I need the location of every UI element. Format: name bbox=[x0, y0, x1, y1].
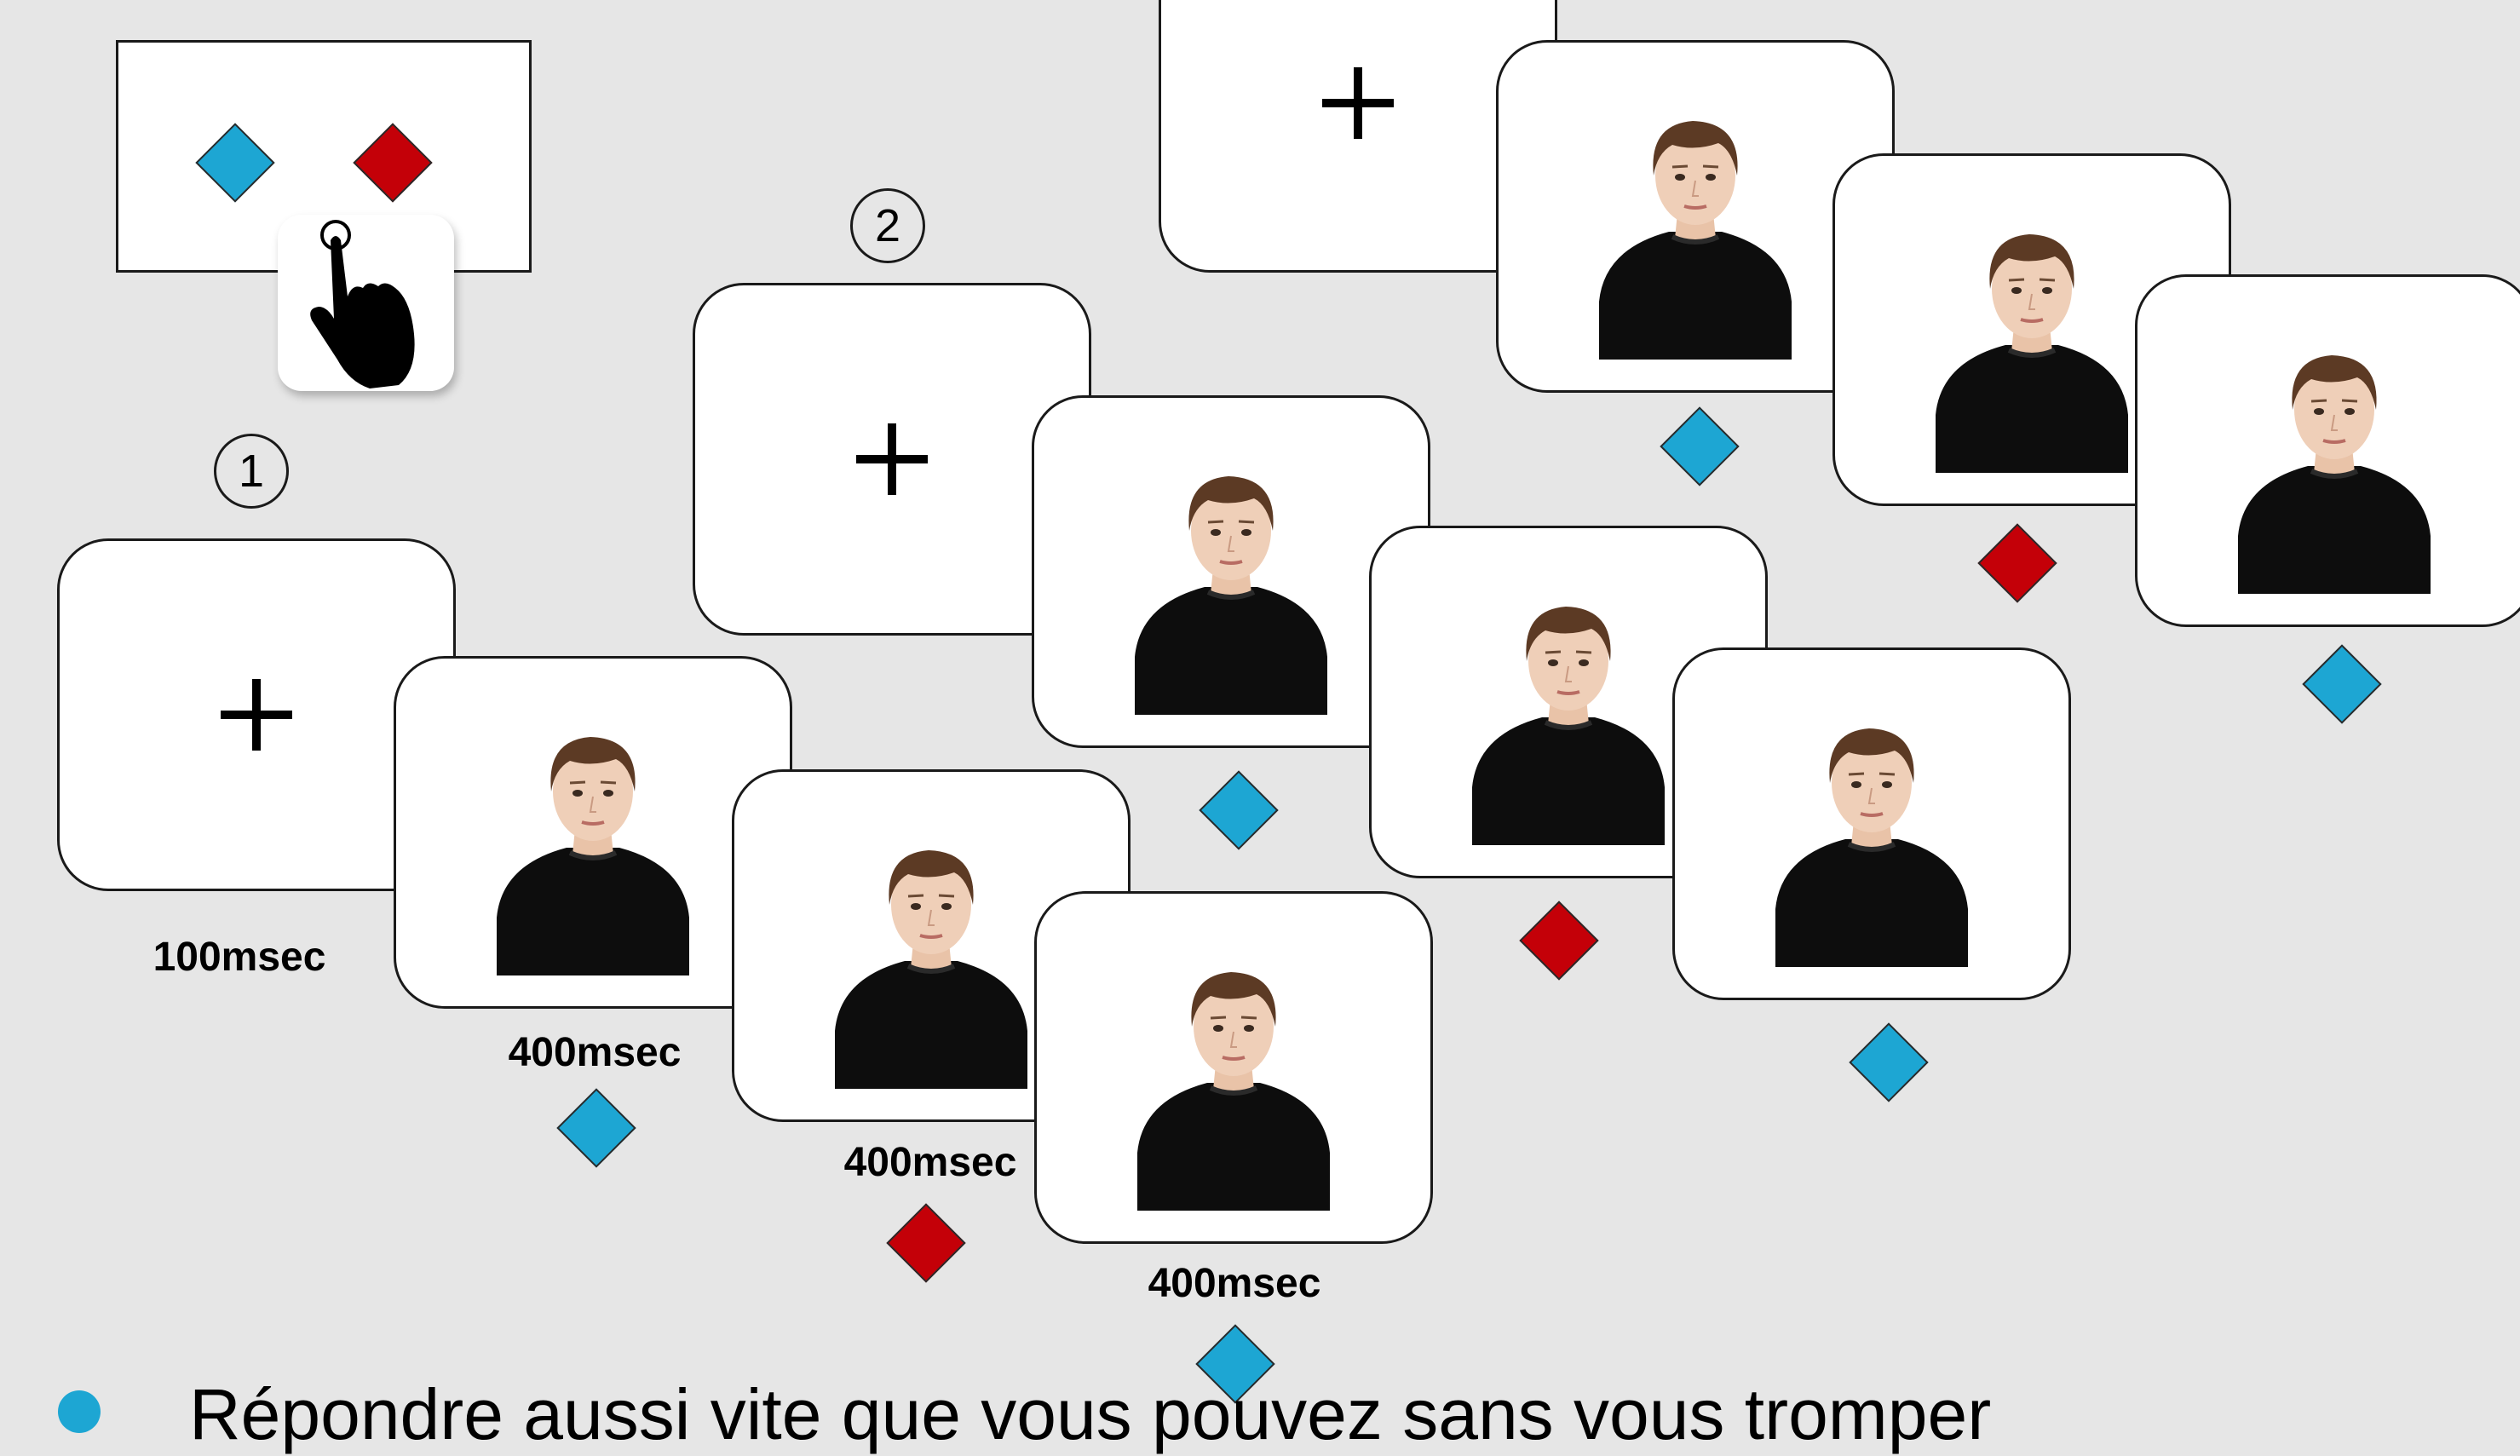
red-diamond-icon bbox=[1519, 901, 1599, 981]
sequence-number-2: 2 bbox=[850, 188, 925, 263]
face-photo-neutral-other bbox=[1936, 217, 2128, 473]
fixation-cross-icon bbox=[221, 679, 292, 751]
instruction-text: Répondre aussi vite que vous pouvez sans… bbox=[189, 1374, 1992, 1454]
blue-diamond-icon bbox=[1849, 1022, 1929, 1102]
blue-diamond-icon bbox=[195, 123, 275, 203]
red-diamond-icon bbox=[1977, 523, 2057, 603]
face-photo-neutral bbox=[1135, 459, 1327, 715]
sequence-number-1: 1 bbox=[214, 434, 289, 509]
blue-diamond-icon bbox=[2302, 644, 2382, 724]
fixation-panel bbox=[57, 538, 456, 891]
face-stimulus-panel bbox=[2135, 274, 2520, 627]
face-stimulus-panel bbox=[1034, 891, 1433, 1244]
red-diamond-icon bbox=[353, 123, 433, 203]
red-diamond-icon bbox=[886, 1203, 966, 1283]
blue-diamond-icon bbox=[1199, 770, 1279, 850]
face-photo-neutral bbox=[1137, 955, 1330, 1211]
face-photo-neutral bbox=[2238, 338, 2431, 594]
blue-diamond-icon bbox=[1660, 406, 1740, 486]
face-stimulus-panel bbox=[1032, 395, 1430, 748]
face-photo-neutral bbox=[1599, 104, 1792, 360]
fixation-cross-icon bbox=[856, 423, 928, 495]
face-photo-disgust bbox=[1472, 590, 1665, 845]
duration-label: 400msec bbox=[843, 1140, 1017, 1185]
fixation-panel bbox=[1159, 0, 1557, 273]
duration-label: 400msec bbox=[508, 1030, 682, 1075]
bullet-icon bbox=[58, 1390, 101, 1433]
fixation-cross-icon bbox=[1322, 67, 1394, 139]
duration-label: 400msec bbox=[1148, 1261, 1321, 1306]
blue-diamond-icon bbox=[556, 1088, 636, 1168]
face-stimulus-panel bbox=[394, 656, 792, 1009]
face-photo-neutral bbox=[1775, 711, 1968, 967]
duration-label: 100msec bbox=[152, 935, 326, 980]
face-photo-neutral bbox=[497, 720, 689, 975]
face-stimulus-panel bbox=[1672, 647, 2071, 1000]
tap-hand-icon bbox=[278, 215, 454, 391]
face-stimulus-panel bbox=[1496, 40, 1895, 393]
face-photo-happy bbox=[835, 833, 1027, 1089]
